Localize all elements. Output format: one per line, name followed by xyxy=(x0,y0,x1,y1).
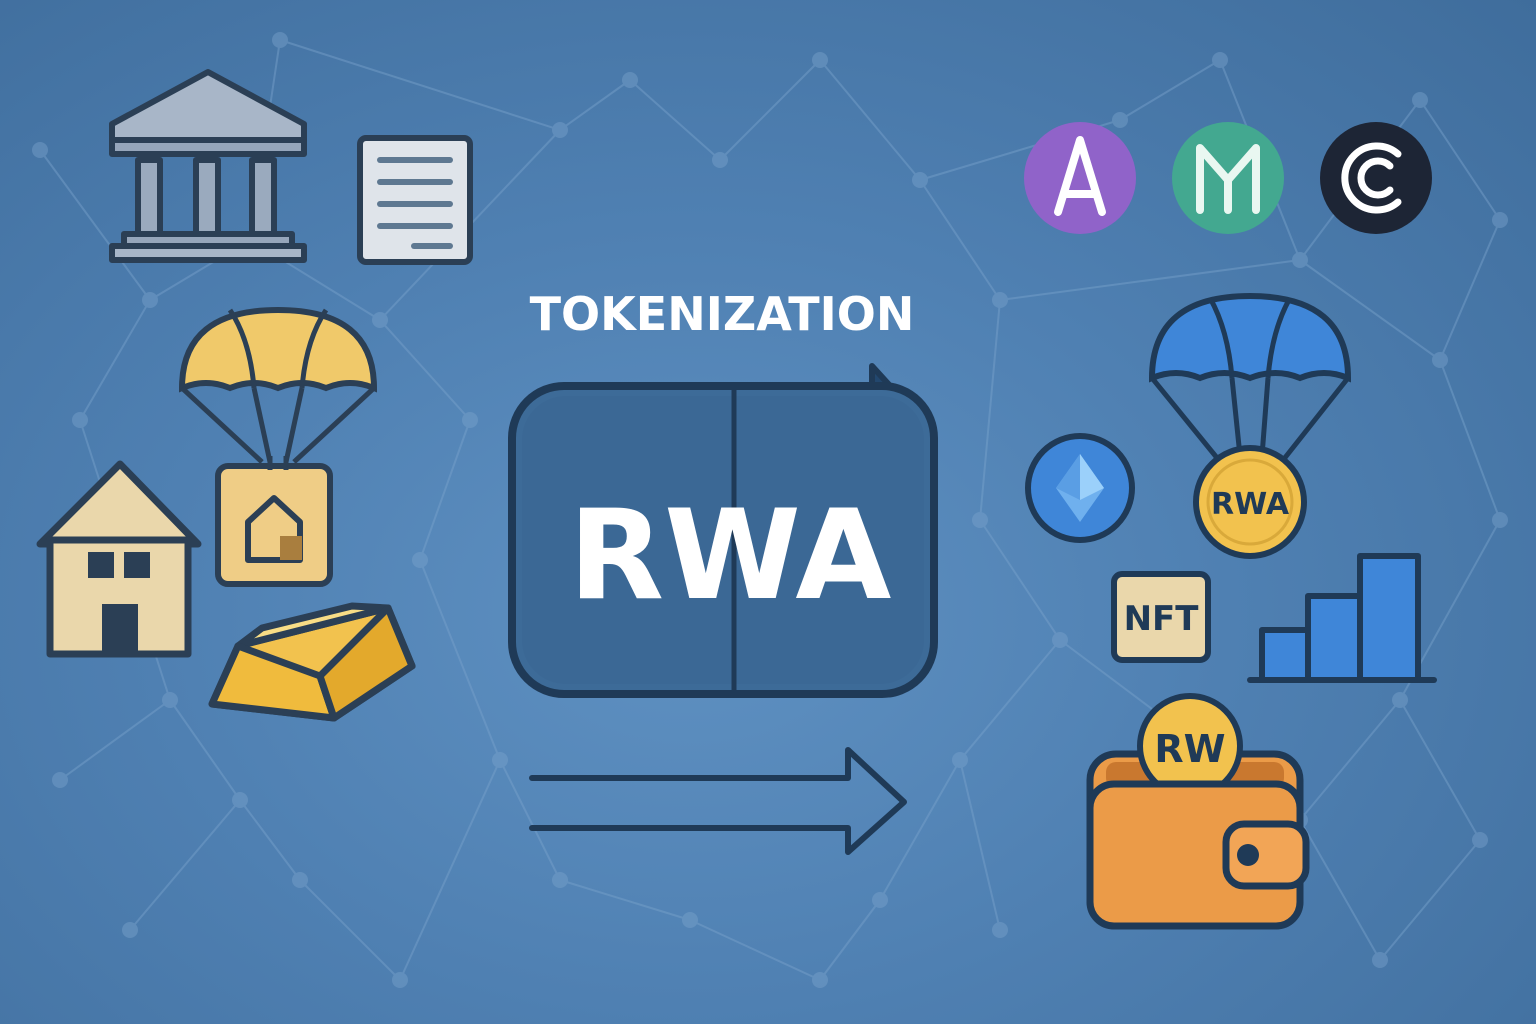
network-link xyxy=(79,299,151,421)
network-node xyxy=(142,292,158,308)
network-node xyxy=(122,922,138,938)
document-icon xyxy=(357,135,473,265)
nft-label: NFT xyxy=(1124,599,1200,639)
network-node xyxy=(992,922,1008,938)
network-link xyxy=(979,519,1061,641)
network-link xyxy=(169,699,241,801)
network-link xyxy=(559,79,631,131)
centrifuge-icon xyxy=(1320,122,1432,234)
network-node xyxy=(812,972,828,988)
network-node xyxy=(1292,252,1308,268)
network-node xyxy=(872,892,888,908)
network-node xyxy=(1472,832,1488,848)
network-node xyxy=(392,972,408,988)
network-node xyxy=(1412,92,1428,108)
network-node xyxy=(1372,952,1388,968)
network-link xyxy=(1439,219,1501,361)
rwa-coin-icon: RWA xyxy=(1193,445,1307,559)
network-node xyxy=(232,792,248,808)
parachute-icon xyxy=(178,306,378,464)
network-node xyxy=(1112,112,1128,128)
rwa-coin-label: RWA xyxy=(1211,487,1290,522)
network-node xyxy=(682,912,698,928)
network-link xyxy=(629,79,721,161)
network-link xyxy=(919,179,1001,301)
network-node xyxy=(372,312,388,328)
network-link xyxy=(1439,359,1501,521)
bank-icon xyxy=(109,69,307,263)
network-node xyxy=(622,72,638,88)
wallet-coin-label: RW xyxy=(1154,727,1225,771)
network-node xyxy=(712,152,728,168)
network-node xyxy=(812,52,828,68)
network-node xyxy=(1392,692,1408,708)
network-node xyxy=(1492,212,1508,228)
property-token-icon xyxy=(215,456,333,587)
network-link xyxy=(1299,699,1401,821)
network-link xyxy=(959,759,1001,931)
network-link xyxy=(399,759,501,981)
maker-icon xyxy=(1172,122,1284,234)
network-node xyxy=(462,412,478,428)
network-link xyxy=(279,39,561,131)
network-node xyxy=(412,552,428,568)
network-link xyxy=(979,299,1001,521)
rwa-card-label: RWA xyxy=(569,484,892,628)
network-link xyxy=(1299,259,1441,361)
wallet-icon: RW xyxy=(1086,693,1310,930)
nft-icon: NFT xyxy=(1111,571,1211,663)
house-icon xyxy=(36,460,202,658)
network-node xyxy=(552,122,568,138)
network-link xyxy=(1119,59,1221,121)
network-node xyxy=(912,172,928,188)
network-node xyxy=(1492,512,1508,528)
aave-icon xyxy=(1024,122,1136,234)
network-node xyxy=(32,142,48,158)
network-node xyxy=(552,872,568,888)
ethereum-icon xyxy=(1025,433,1135,543)
network-node xyxy=(162,692,178,708)
network-node xyxy=(1052,632,1068,648)
bar-chart-icon xyxy=(1247,553,1437,683)
network-node xyxy=(492,752,508,768)
network-link xyxy=(299,879,401,981)
network-link xyxy=(129,799,241,931)
network-link xyxy=(959,639,1061,761)
network-link xyxy=(59,699,171,781)
network-node xyxy=(292,872,308,888)
network-link xyxy=(39,149,151,301)
network-link xyxy=(239,799,301,881)
network-link xyxy=(419,559,501,761)
network-link xyxy=(379,319,471,421)
network-link xyxy=(559,879,691,921)
network-link xyxy=(1379,839,1481,961)
network-link xyxy=(419,419,471,561)
network-node xyxy=(972,512,988,528)
network-link xyxy=(819,899,881,981)
parachute-icon xyxy=(1148,292,1352,466)
network-link xyxy=(1399,699,1481,841)
network-link xyxy=(719,59,821,161)
network-node xyxy=(72,412,88,428)
network-link xyxy=(879,759,961,901)
network-node xyxy=(1432,352,1448,368)
network-node xyxy=(992,292,1008,308)
heading: TOKENIZATION xyxy=(530,287,915,341)
network-link xyxy=(689,919,821,981)
network-node xyxy=(1212,52,1228,68)
network-link xyxy=(1419,99,1501,221)
rwa-card: RWA xyxy=(508,363,938,698)
network-node xyxy=(52,772,68,788)
network-link xyxy=(819,59,921,181)
arrow-right-icon xyxy=(529,747,907,855)
network-node xyxy=(952,752,968,768)
network-link xyxy=(499,759,561,881)
gold-bar-icon xyxy=(208,602,416,722)
network-link xyxy=(1299,819,1381,961)
network-link xyxy=(999,259,1301,301)
network-node xyxy=(272,32,288,48)
